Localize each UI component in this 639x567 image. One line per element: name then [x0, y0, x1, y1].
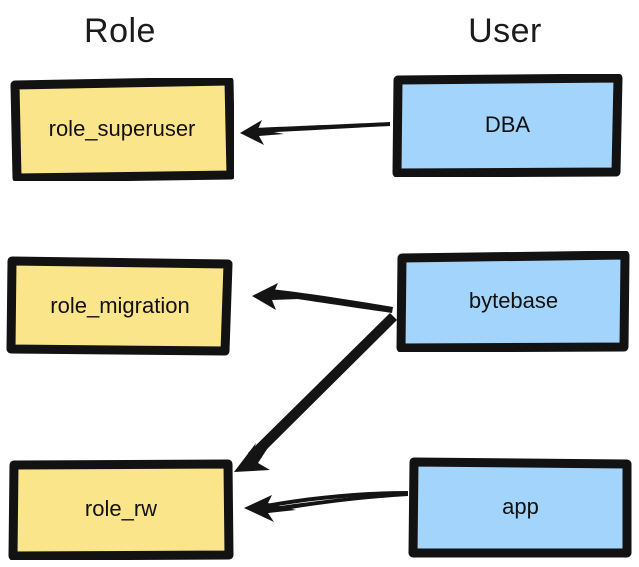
node-shape	[408, 457, 632, 558]
edge-bytebase-to-role-migration	[252, 283, 393, 313]
node-shape	[392, 74, 623, 177]
node-label: role_rw	[84, 496, 158, 522]
node-role-migration[interactable]: role_migration	[6, 256, 234, 356]
node-shape	[8, 459, 234, 560]
node-shape	[10, 78, 234, 181]
node-shape	[6, 256, 233, 356]
edge-dba-to-role-superuser	[240, 120, 390, 145]
node-label: role_superuser	[48, 116, 196, 142]
node-role-rw[interactable]: role_rw	[8, 459, 234, 560]
node-bytebase[interactable]: bytebase	[396, 251, 631, 352]
node-label: role_migration	[50, 292, 190, 318]
node-label: DBA	[484, 112, 531, 138]
node-label: app	[502, 494, 539, 520]
column-header-role: Role	[84, 12, 156, 50]
node-app[interactable]: app	[408, 457, 633, 558]
node-dba[interactable]: DBA	[392, 74, 623, 177]
node-shape	[396, 251, 630, 352]
column-header-user: User	[468, 12, 542, 50]
node-role-superuser[interactable]: role_superuser	[10, 78, 234, 181]
edge-app-to-role-rw	[244, 491, 408, 522]
node-label: bytebase	[468, 288, 559, 314]
edge-bytebase-to-role-rw	[234, 313, 397, 472]
